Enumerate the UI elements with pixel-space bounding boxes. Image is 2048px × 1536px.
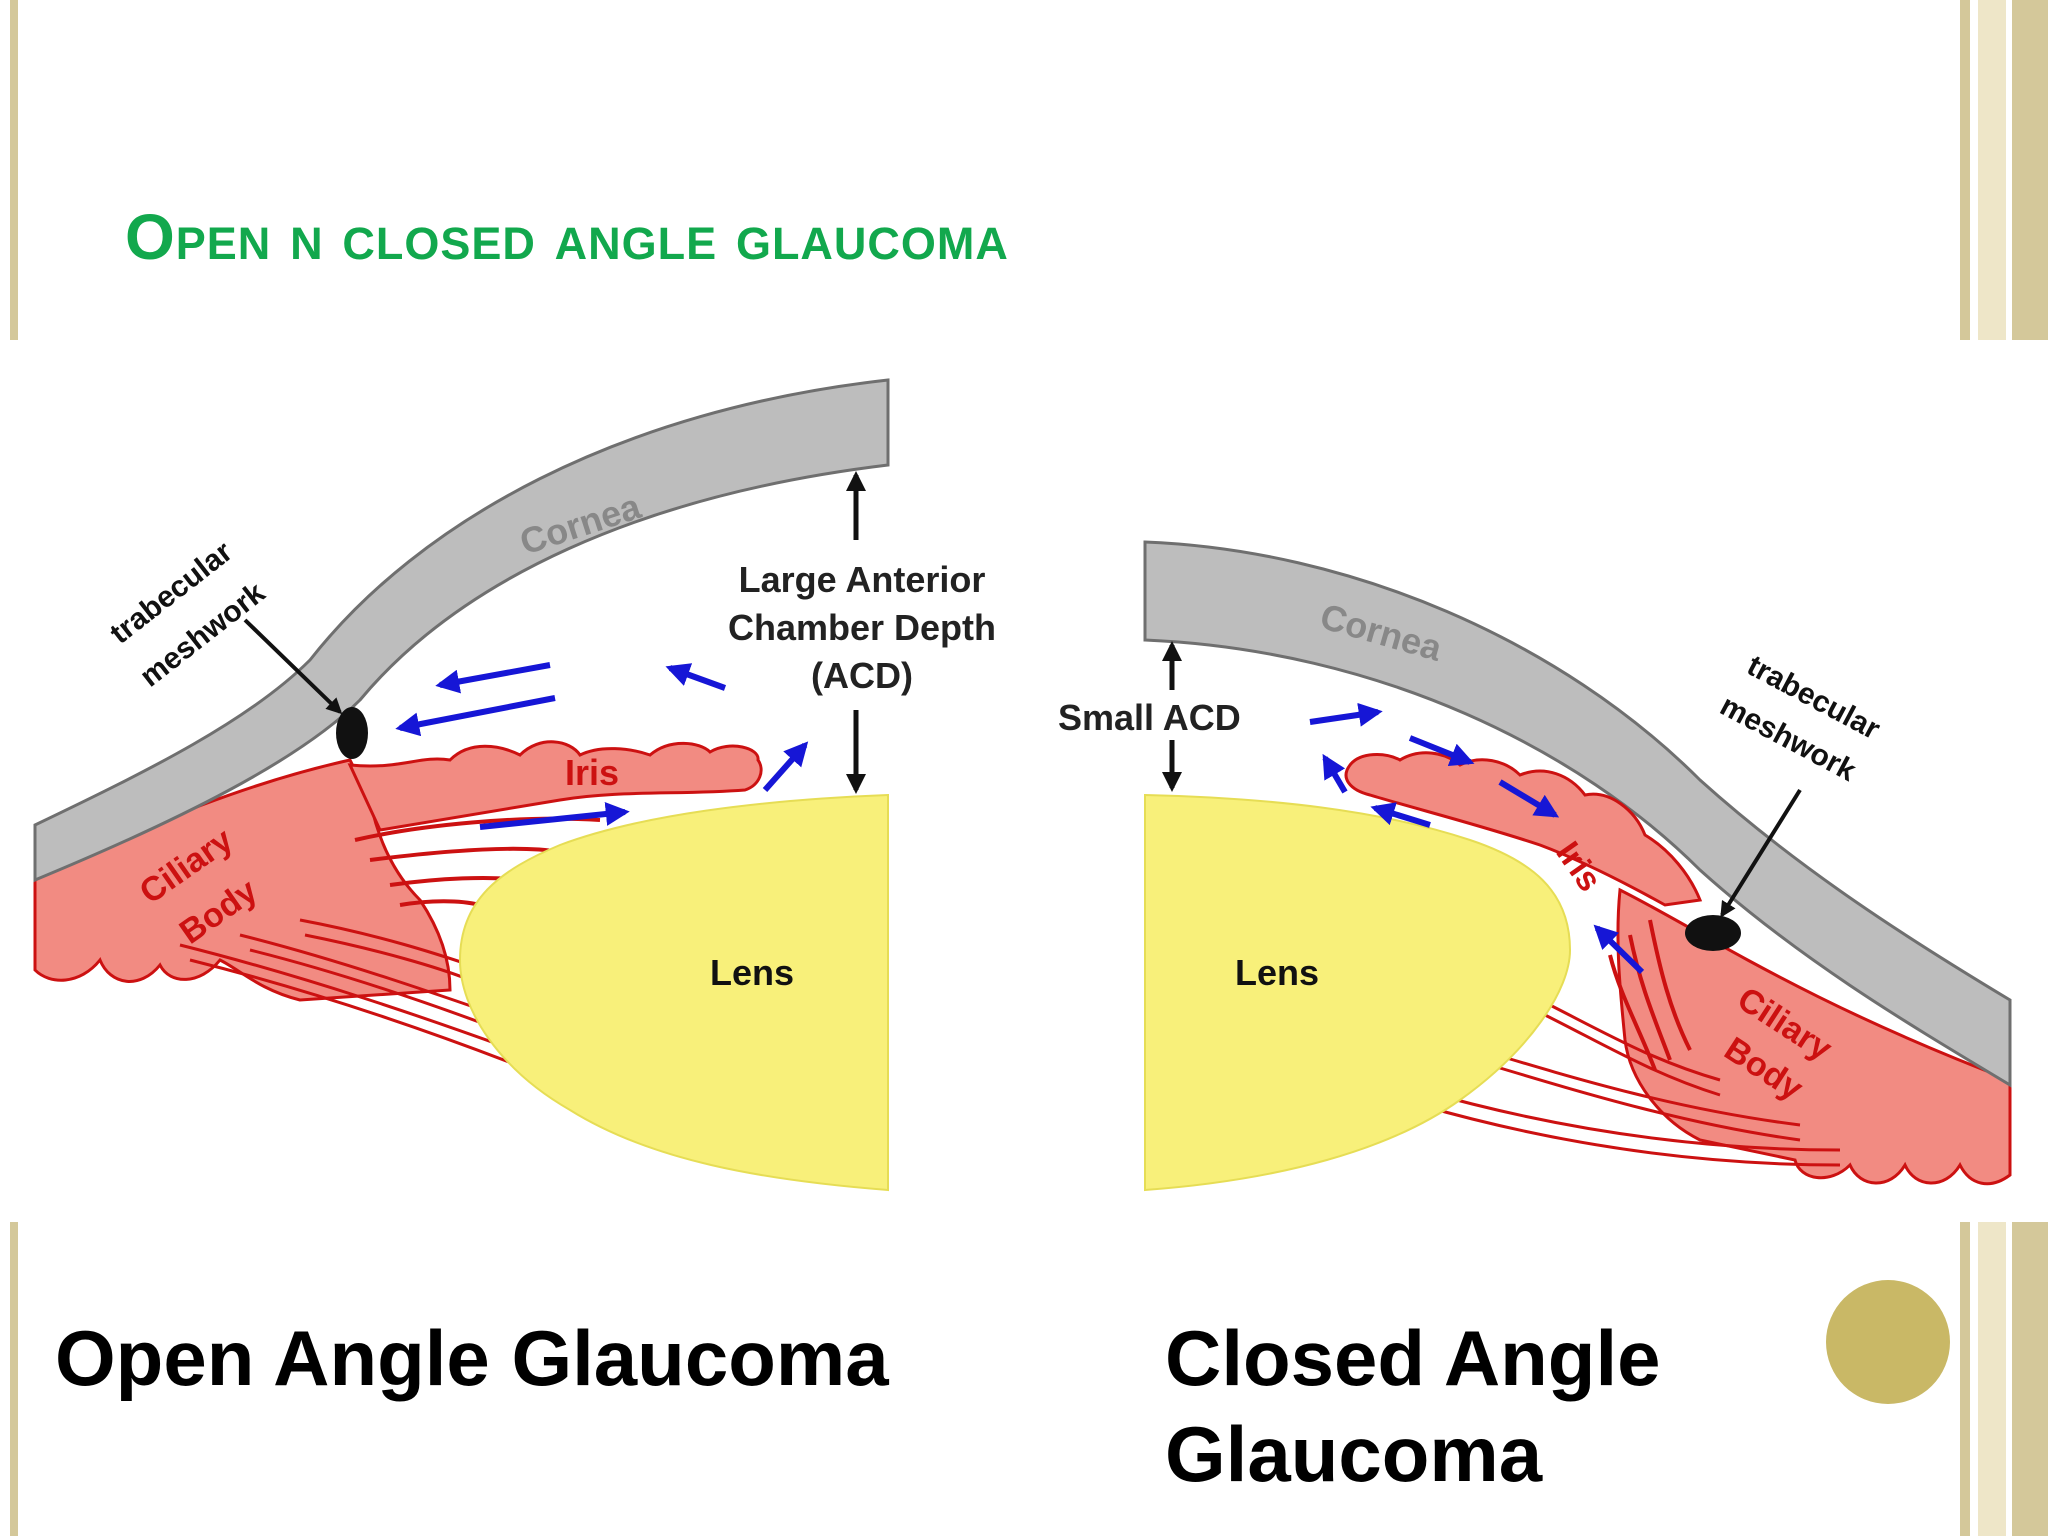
open-lens <box>458 793 889 1192</box>
right-stripe-top-2 <box>1978 0 2006 340</box>
open-flow-arrow-1 <box>435 662 551 694</box>
closed-flow-arrow-3 <box>1498 779 1560 818</box>
open-acd-label-3: (ACD) <box>811 655 913 696</box>
right-stripe-bottom-1 <box>1960 1222 1970 1536</box>
closed-angle-caption-line-2: Glaucoma <box>1165 1410 1543 1498</box>
open-angle-diagram: Cornea trabecular meshwork Large Anterio… <box>33 378 996 1192</box>
open-flow-arrow-3 <box>665 663 727 691</box>
open-cornea <box>33 378 890 883</box>
closed-lens <box>1144 793 1572 1192</box>
left-stripe-bottom <box>10 1222 18 1536</box>
closed-flow-arrow-6 <box>1593 924 1645 975</box>
left-stripe-top <box>10 0 18 340</box>
open-trabecular-blob <box>336 707 368 759</box>
open-ciliary-processes <box>354 816 601 907</box>
open-acd-label-1: Large Anterior <box>739 559 986 600</box>
open-iris-label: Iris <box>565 752 619 793</box>
slide-title: Open n closed angle glaucoma <box>125 201 1009 273</box>
open-angle-caption: Open Angle Glaucoma <box>55 1314 889 1402</box>
right-stripe-bottom-2 <box>1978 1222 2006 1536</box>
closed-angle-caption-line-1: Closed Angle <box>1165 1314 1661 1402</box>
open-flow-arrow-2 <box>395 695 556 737</box>
open-acd-label-2: Chamber Depth <box>728 607 996 648</box>
closed-angle-diagram: Cornea trabecular meshwork Small ACD Iri… <box>1058 540 2012 1192</box>
open-ciliary-body <box>33 758 452 1002</box>
closed-flow-arrow-5 <box>1370 802 1431 828</box>
closed-angle-caption: Closed Angle Glaucoma <box>1165 1310 1725 1502</box>
right-stripe-top-1 <box>1960 0 1970 340</box>
open-flow-arrow-4 <box>762 741 809 792</box>
right-stripe-top-3 <box>2012 0 2048 340</box>
closed-trabecular-blob <box>1685 915 1741 951</box>
closed-ciliary-processes <box>1608 919 1692 1071</box>
closed-zonules <box>1419 998 1841 1167</box>
closed-flow-arrow-4 <box>1322 753 1348 794</box>
open-zonules <box>179 918 556 1082</box>
right-stripe-bottom-3 <box>2012 1222 2048 1536</box>
closed-flow-arrow-1 <box>1309 702 1383 727</box>
open-lens-label: Lens <box>710 952 794 993</box>
open-flow-arrow-5 <box>479 802 630 830</box>
closed-lens-label: Lens <box>1235 952 1319 993</box>
glaucoma-diagram: Cornea trabecular meshwork Large Anterio… <box>33 378 2012 1192</box>
closed-acd-label: Small ACD <box>1058 697 1241 738</box>
closed-cornea <box>1143 540 2012 1088</box>
open-iris <box>347 740 763 832</box>
decorative-circle <box>1826 1280 1950 1404</box>
closed-flow-arrow-2 <box>1408 735 1475 767</box>
